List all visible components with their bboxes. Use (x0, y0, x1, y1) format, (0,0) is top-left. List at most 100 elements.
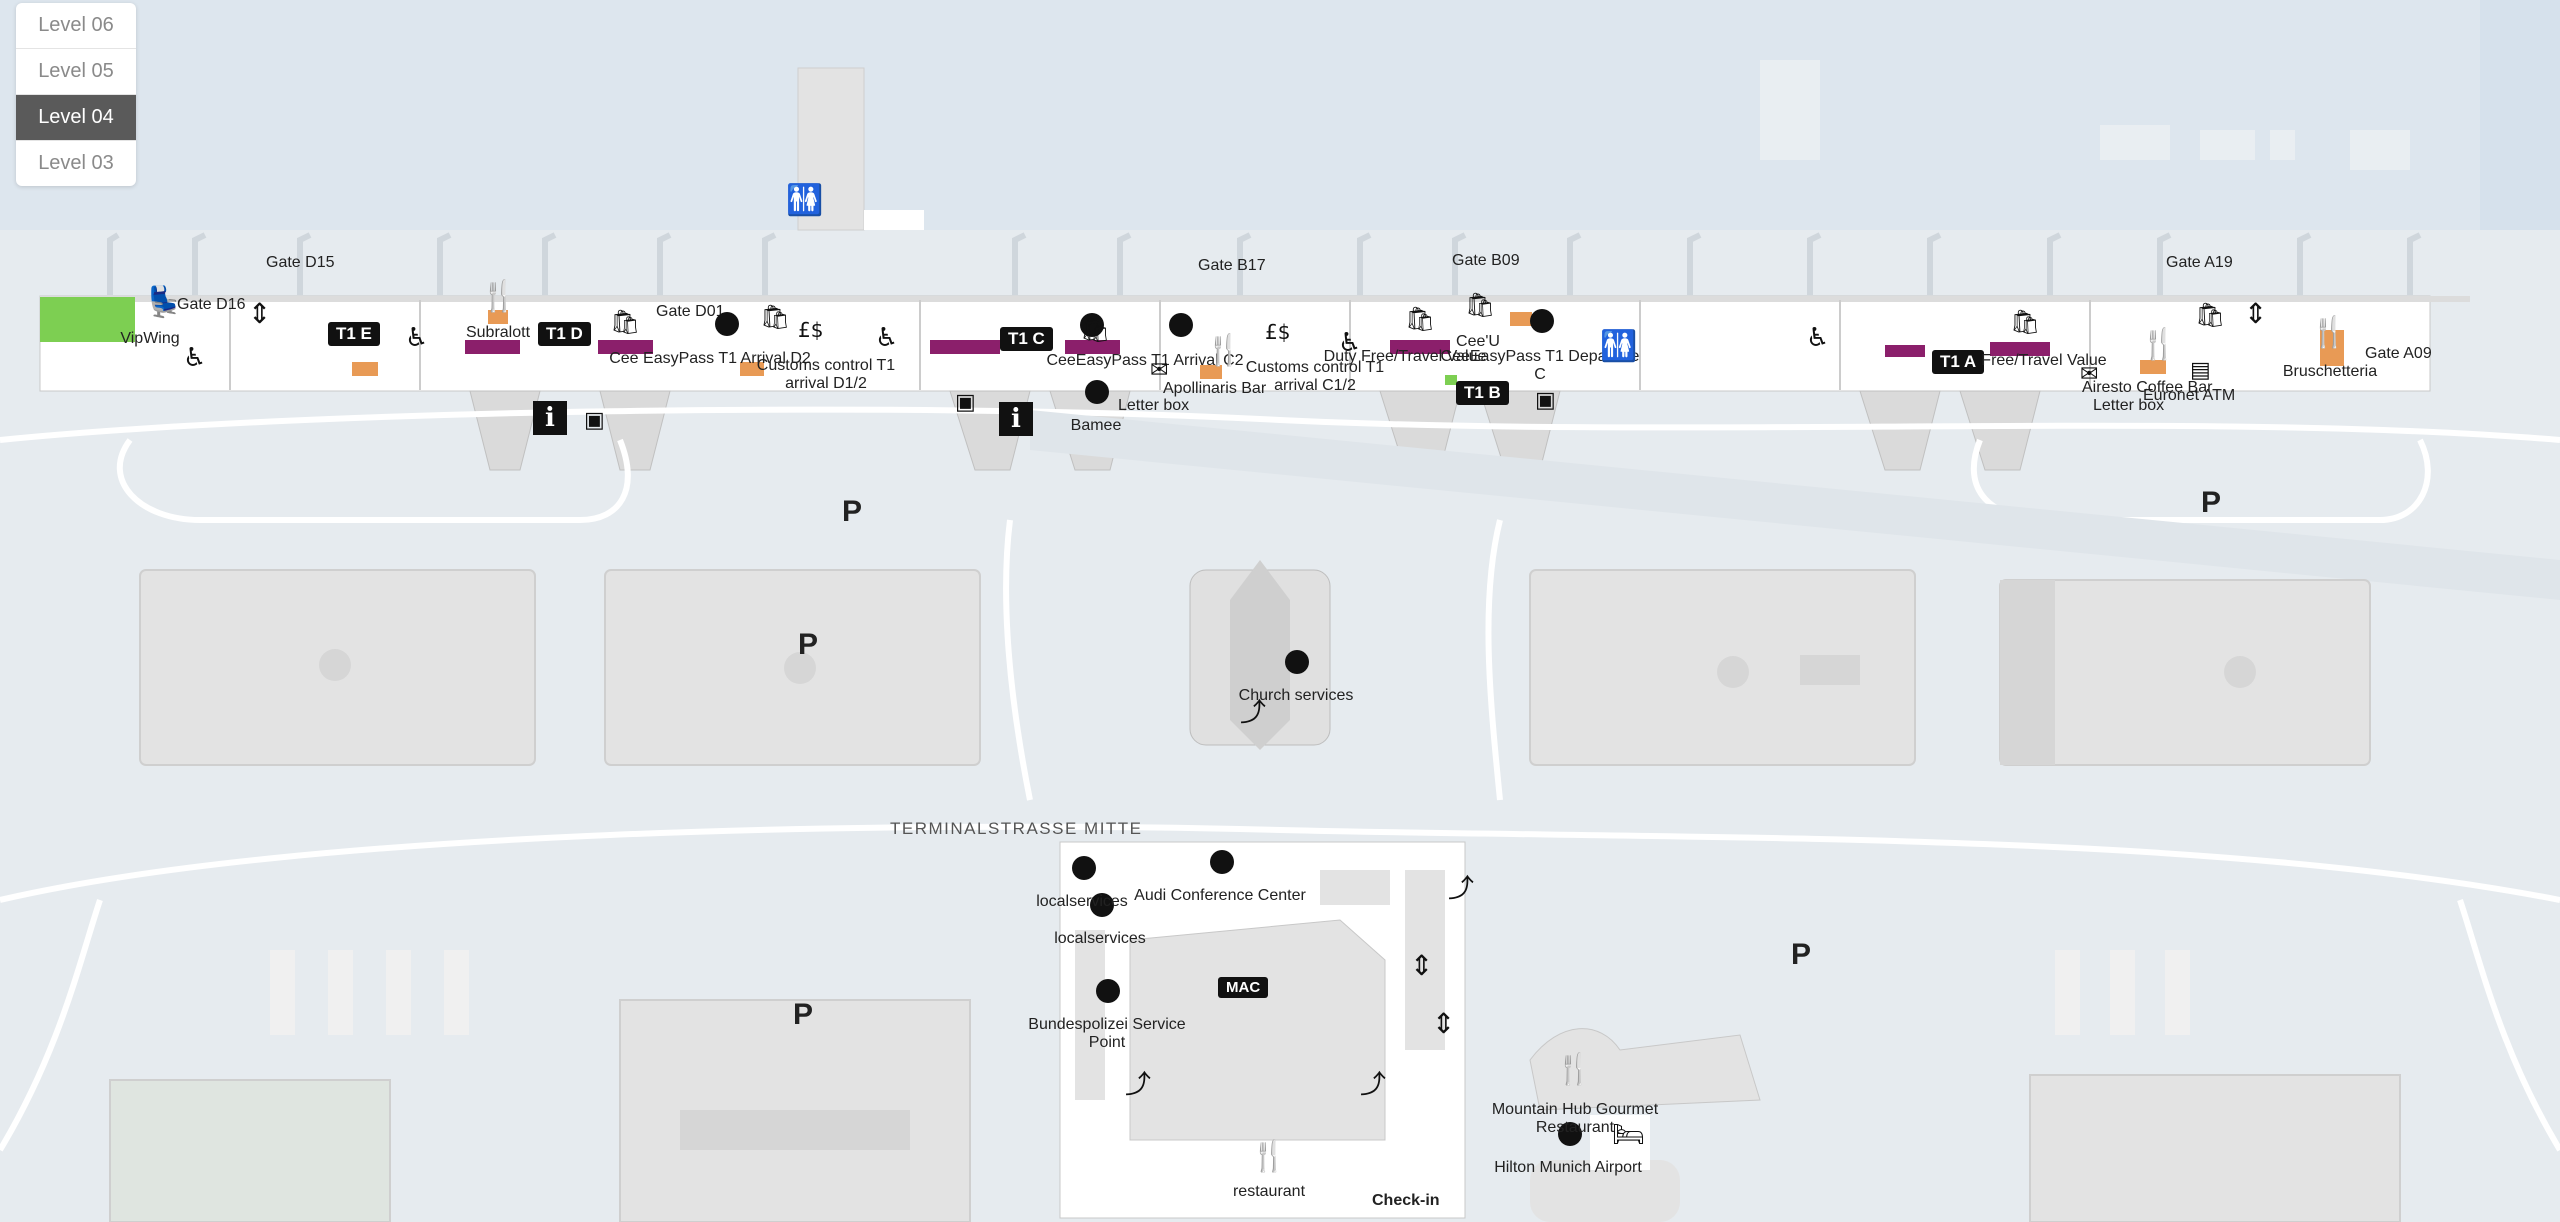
place-label-easypass-departure-c[interactable]: CeeEasyPass T1 Departure C (1440, 348, 1640, 383)
lounge-icon[interactable]: 💺 (145, 285, 183, 320)
level-03-button[interactable]: Level 03 (38, 152, 114, 174)
gate-label[interactable]: Gate A19 (2166, 254, 2233, 271)
parking-symbol[interactable]: P (1790, 938, 1812, 971)
terminal-badge-t1d[interactable]: T1 D (538, 322, 591, 346)
parking-symbol[interactable]: P (2200, 486, 2222, 519)
place-label-mountain-hub[interactable]: Mountain Hub Gourmet Restaurant (1491, 1101, 1659, 1136)
currency-exchange-icon[interactable]: £$ (798, 318, 824, 342)
wheelchair-icon[interactable]: ♿ (1338, 328, 1362, 358)
shopping-bag-icon[interactable]: 🛍 (1465, 291, 1496, 319)
place-label-customs-d12[interactable]: Customs control T1 arrival D1/2 (756, 357, 896, 392)
gate-label[interactable]: Gate D15 (266, 254, 335, 271)
shopping-bag-icon[interactable]: 🛍 (610, 308, 641, 336)
poi-marker[interactable] (1090, 893, 1114, 917)
place-label-bundespolizei[interactable]: Bundespolizei Service Point (1028, 1016, 1186, 1051)
gate-label[interactable]: Gate B09 (1452, 252, 1520, 269)
level-04-button[interactable]: Level 04 (16, 95, 136, 141)
letter-icon[interactable]: ✉ (1150, 358, 1169, 383)
gate-label[interactable]: Gate D16 (177, 296, 246, 313)
restaurant-icon[interactable]: 🍴 (2310, 315, 2348, 350)
place-label-church[interactable]: Church services (1238, 687, 1354, 704)
restaurant-icon[interactable]: 🍴 (480, 279, 518, 314)
departure-board-icon[interactable]: ▣ (584, 408, 605, 433)
poi-marker[interactable] (1072, 856, 1096, 880)
restaurant-icon[interactable]: 🍴 (1250, 1139, 1288, 1174)
gate-label[interactable]: Gate D01 (656, 303, 725, 320)
shopping-bag-icon[interactable]: 🛍 (2195, 301, 2226, 329)
shopping-bag-icon[interactable]: 🛍 (1405, 305, 1436, 333)
poi-marker[interactable] (1085, 380, 1109, 404)
place-label-bamee[interactable]: Bamee (1070, 417, 1122, 434)
place-label-euronet[interactable]: Euronet ATM (2143, 387, 2236, 404)
place-label-restaurant[interactable]: restaurant (1232, 1183, 1306, 1200)
place-label-cee-u[interactable]: Cee'U (1456, 333, 1500, 350)
shopping-bag-icon[interactable]: 🛍 (2010, 308, 2041, 336)
hotel-icon[interactable]: 🛏 (1612, 1120, 1646, 1150)
restaurant-icon[interactable]: 🍴 (2140, 327, 2178, 362)
information-icon[interactable]: i (999, 402, 1033, 436)
poi-marker[interactable] (1558, 1122, 1582, 1146)
place-label-bruschetteria[interactable]: Bruschetteria (2282, 363, 2378, 380)
wheelchair-icon[interactable]: ♿ (405, 323, 429, 353)
terminal-badge-t1b[interactable]: T1 B (1456, 381, 1509, 405)
letter-icon[interactable]: ✉ (2080, 362, 2099, 387)
restaurant-icon[interactable]: 🍴 (1555, 1052, 1593, 1087)
level-05-button[interactable]: Level 05 (16, 49, 136, 95)
poi-marker[interactable] (715, 312, 739, 336)
poi-marker[interactable] (1285, 650, 1309, 674)
shopping-bag-icon[interactable]: 🛍 (760, 303, 791, 331)
place-label-easypass-arrival-d2[interactable]: Cee EasyPass T1 Arrival D2 (609, 350, 811, 367)
wheelchair-icon[interactable]: ♿ (1806, 323, 1830, 353)
departure-board-icon[interactable]: ▣ (1535, 388, 1556, 413)
place-label-letter-box[interactable]: Letter box (2093, 397, 2165, 414)
currency-exchange-icon[interactable]: £$ (1265, 320, 1291, 344)
gate-label[interactable]: Gate A09 (2365, 345, 2432, 362)
place-label-audi[interactable]: Audi Conference Center (1134, 887, 1306, 904)
terminal-badge-t1c[interactable]: T1 C (1000, 327, 1053, 351)
escalator-icon[interactable]: ⤴ (1125, 1070, 1152, 1100)
place-label-duty-free-1[interactable]: Duty Free/Travel Value (1323, 348, 1487, 365)
restroom-icon[interactable]: 🚻 (786, 183, 824, 218)
escalator-icon[interactable]: ⤴ (1448, 874, 1475, 904)
place-label-letter-box[interactable]: Letter box (1118, 397, 1190, 414)
elevator-icon[interactable]: ⇕ (248, 297, 272, 330)
place-label-checkin[interactable]: Check-in (1372, 1192, 1440, 1209)
place-label-hilton[interactable]: Hilton Munich Airport (1494, 1159, 1642, 1176)
place-label-subralott[interactable]: Subralott (465, 324, 531, 341)
poi-marker[interactable] (1210, 850, 1234, 874)
escalator-icon[interactable]: ⤴ (1240, 698, 1267, 728)
parking-symbol[interactable]: P (841, 495, 863, 528)
place-label-localservices[interactable]: localservices (1054, 930, 1146, 947)
place-label-localservices[interactable]: localservices (1036, 893, 1128, 910)
terminal-badge-t1e[interactable]: T1 E (328, 322, 380, 346)
parking-symbol[interactable]: P (792, 998, 814, 1031)
poi-marker[interactable] (1169, 313, 1193, 337)
elevator-icon[interactable]: ⇕ (1432, 1007, 1456, 1040)
wheelchair-icon[interactable]: ♿ (875, 323, 899, 353)
poi-marker[interactable] (1530, 309, 1554, 333)
escalator-icon[interactable]: ⤴ (1360, 1070, 1387, 1100)
information-icon[interactable]: i (533, 401, 567, 435)
departure-board-icon[interactable]: ▣ (955, 390, 976, 415)
elevator-icon[interactable]: ⇕ (2244, 297, 2268, 330)
level-06-button[interactable]: Level 06 (16, 3, 136, 49)
place-label-mac[interactable]: MAC (1218, 977, 1269, 998)
restroom-icon[interactable]: 🚻 (1600, 329, 1638, 364)
place-label-easypass-arrival-c2[interactable]: CeeEasyPass T1 Arrival C2 (1046, 352, 1244, 369)
parking-symbol[interactable]: P (797, 628, 819, 661)
poi-marker[interactable] (1096, 979, 1120, 1003)
restaurant-icon[interactable]: 🍴 (1205, 333, 1243, 368)
place-label-duty-free-2[interactable]: Free/Travel Value (1981, 352, 2107, 369)
atm-icon[interactable]: ▤ (2190, 358, 2211, 383)
place-label-apollinaris[interactable]: Apollinaris Bar (1163, 380, 1267, 397)
place-label-customs-c12[interactable]: Customs control T1 arrival C1/2 (1245, 359, 1385, 394)
gate-label[interactable]: Gate B17 (1198, 257, 1266, 274)
shopping-bag-icon[interactable]: 🛍 (1080, 316, 1111, 344)
elevator-icon[interactable]: ⇕ (1410, 949, 1434, 982)
poi-marker[interactable] (1080, 313, 1104, 337)
terminal-badge-t1a[interactable]: T1 A (1932, 350, 1985, 374)
place-label-vipwing[interactable]: VipWing (120, 330, 180, 347)
place-label-airesto[interactable]: Airesto Coffee Bar (2082, 379, 2213, 396)
wheelchair-icon[interactable]: ♿ (183, 343, 207, 373)
